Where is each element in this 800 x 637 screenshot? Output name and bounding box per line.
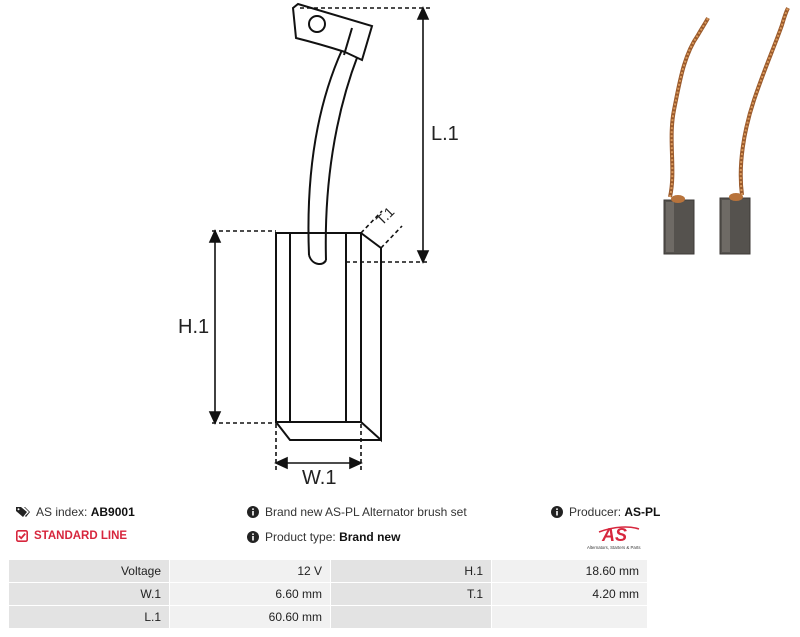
spec-key	[330, 605, 492, 629]
terminal-lug	[291, 2, 374, 62]
dimension-arrows	[208, 6, 430, 470]
label-t1: T.1	[373, 203, 398, 228]
spec-value: 60.60 mm	[169, 605, 331, 629]
label-w1: W.1	[302, 467, 336, 489]
brush-lead-outline	[307, 49, 359, 265]
brush-block-outline	[275, 232, 382, 443]
product-figure: L.1 H.1 W.1 T.1	[178, 2, 790, 489]
specs-table: Voltage 12 V H.1 18.60 mm W.1 6.60 mm T.…	[8, 559, 648, 629]
logo-swoosh	[598, 526, 640, 533]
table-row: W.1 6.60 mm T.1 4.20 mm	[8, 582, 648, 606]
tags-icon	[16, 507, 30, 517]
as-pl-logo: AS Alternators, Starters & Parts	[587, 525, 641, 550]
product-photo	[663, 7, 790, 255]
spec-key: H.1	[330, 559, 492, 583]
info-icon	[247, 531, 259, 543]
label-h1: H.1	[178, 316, 209, 338]
logo-tagline: Alternators, Starters & Parts	[587, 545, 641, 550]
description: Brand new AS-PL Alternator brush set	[247, 505, 467, 519]
label-l1: L.1	[431, 123, 459, 145]
spec-value	[491, 605, 648, 629]
producer: Producer: AS-PL	[551, 505, 660, 519]
as-index-value: AB9001	[90, 505, 135, 519]
spec-value: 18.60 mm	[491, 559, 648, 583]
producer-value: AS-PL	[624, 505, 661, 519]
product-type-value: Brand new	[339, 530, 401, 544]
standard-line-badge: STANDARD LINE	[16, 530, 127, 542]
as-index-label: AS index:	[36, 505, 88, 519]
info-icon	[551, 506, 563, 518]
spec-value: 4.20 mm	[491, 582, 648, 606]
spec-value: 6.60 mm	[169, 582, 331, 606]
dimension-lines	[212, 7, 430, 470]
spec-key: L.1	[8, 605, 170, 629]
producer-label: Producer:	[569, 505, 622, 519]
check-square-icon	[16, 530, 28, 542]
spec-key: W.1	[8, 582, 170, 606]
info-icon	[247, 506, 259, 518]
standard-line-text: STANDARD LINE	[34, 530, 128, 542]
table-row: Voltage 12 V H.1 18.60 mm	[8, 559, 648, 583]
as-index: AS index: AB9001	[16, 505, 135, 519]
spec-value: 12 V	[169, 559, 331, 583]
spec-key: T.1	[330, 582, 492, 606]
table-row: L.1 60.60 mm	[8, 605, 648, 629]
product-type: Product type: Brand new	[247, 530, 400, 544]
product-type-label: Product type:	[265, 530, 336, 544]
spec-key: Voltage	[8, 559, 170, 583]
description-text: Brand new AS-PL Alternator brush set	[265, 505, 467, 519]
